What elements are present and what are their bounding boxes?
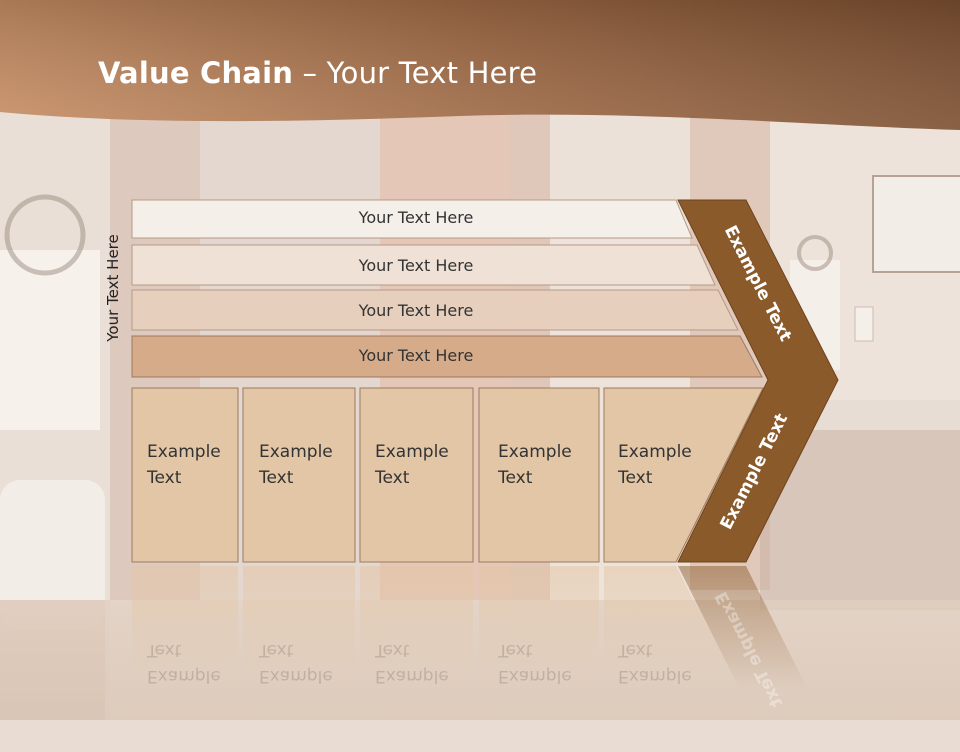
row-bar-4 <box>131 335 763 378</box>
box-3 <box>359 387 474 563</box>
title-rest: – Your Text Here <box>293 56 538 90</box>
row-bar-1 <box>131 199 693 239</box>
box-label-4-line1: Example <box>498 442 572 462</box>
box-reflection-2: Example Text <box>259 640 333 686</box>
box-label-2-line1: Example <box>259 442 333 462</box>
row-bar-2 <box>131 244 716 286</box>
box-reflection-5: Example Text <box>618 640 692 686</box>
box-label-5-line2: Text <box>618 468 653 488</box>
box-label-5-line1: Example <box>618 442 692 462</box>
box-label-1-line1: Example <box>147 442 221 462</box>
chevron-arrow <box>677 199 839 563</box>
box-1 <box>131 387 239 563</box>
box-4 <box>478 387 600 563</box>
row-label-1: Your Text Here <box>358 208 474 227</box>
box-reflection-3: Example Text <box>375 640 449 686</box>
title-bold: Value Chain <box>98 56 294 90</box>
box-label-1: Example Text <box>147 439 221 491</box>
box-label-4: Example Text <box>498 439 572 491</box>
box-label-3: Example Text <box>375 439 449 491</box>
row-label-2: Your Text Here <box>358 256 474 275</box>
value-chain-diagram <box>131 199 839 696</box>
box-2 <box>242 387 356 563</box>
slide-title: Value Chain – Your Text Here <box>98 56 537 90</box>
box-label-4-line2: Text <box>498 468 533 488</box>
box-label-2-line2: Text <box>259 468 294 488</box>
box-5 <box>603 387 764 563</box>
row-label-4: Your Text Here <box>358 346 474 365</box>
box-label-5: Example Text <box>618 439 692 491</box>
box-label-1-line2: Text <box>147 468 182 488</box>
box-reflection-4: Example Text <box>498 640 572 686</box>
row-label-3: Your Text Here <box>358 301 474 320</box>
box-label-3-line2: Text <box>375 468 410 488</box>
row-bar-3 <box>131 289 739 331</box>
box-reflection-1: Example Text <box>147 640 221 686</box>
box-label-2: Example Text <box>259 439 333 491</box>
box-label-3-line1: Example <box>375 442 449 462</box>
